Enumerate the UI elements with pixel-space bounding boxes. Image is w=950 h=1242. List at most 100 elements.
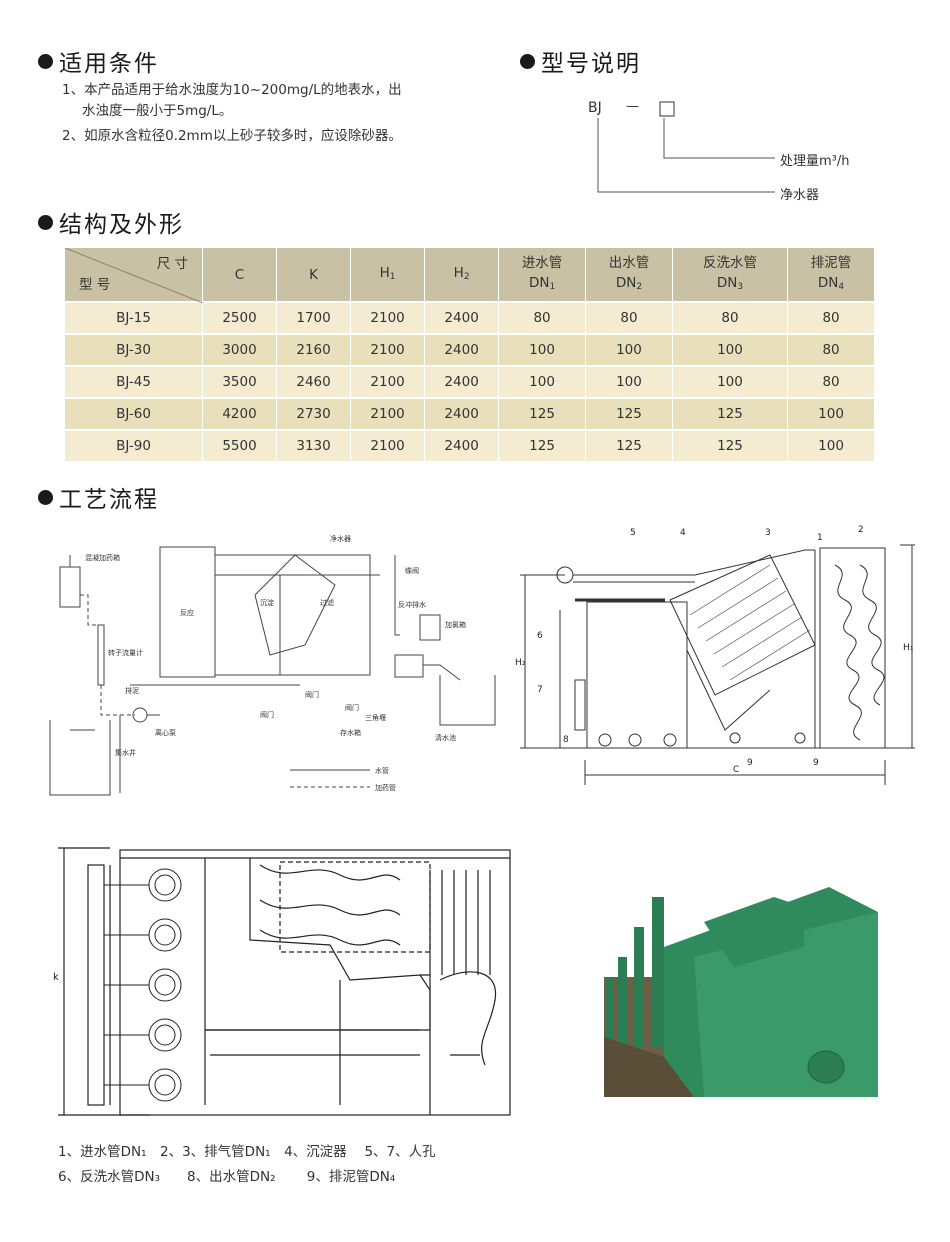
label-dosing-tank: 混凝加药箱 <box>85 553 120 562</box>
section-structure: 结构及外形 <box>38 205 184 239</box>
corner-top-label: 尺 寸 <box>156 256 188 272</box>
model-cell: BJ-45 <box>65 367 203 399</box>
label-n7: 7 <box>537 685 543 695</box>
label-rotameter: 转子流量计 <box>108 648 143 657</box>
model-cell: BJ-30 <box>65 335 203 367</box>
label-n4: 4 <box>680 528 686 538</box>
value-cell: 2100 <box>351 367 426 399</box>
value-cell: 2730 <box>277 399 352 431</box>
bullet-icon <box>520 53 535 69</box>
equipment-photo <box>604 887 878 1097</box>
label-n8: 8 <box>563 735 569 745</box>
label-reaction: 反应 <box>180 608 194 617</box>
section-title: 型号说明 <box>541 51 641 77</box>
label-weir: 三角堰 <box>365 713 386 722</box>
label-purifier: 净水器 <box>330 534 351 543</box>
label-valve-1: 阀门 <box>305 690 319 699</box>
model-prefix: BJ <box>588 100 602 116</box>
label-valve-3: 阀门 <box>345 703 359 712</box>
label-dim-h2: H₂ <box>515 658 526 668</box>
label-dim-k: k <box>53 972 59 983</box>
value-cell: 100 <box>499 335 587 367</box>
value-cell: 2100 <box>351 399 426 431</box>
value-cell: 2100 <box>351 431 426 463</box>
value-cell: 2460 <box>277 367 352 399</box>
label-n3: 3 <box>765 528 771 538</box>
value-cell: 80 <box>672 303 789 335</box>
label-dim-h1: H₁ <box>903 643 914 653</box>
model-cell: BJ-60 <box>65 399 203 431</box>
value-cell: 125 <box>672 399 789 431</box>
condition-2: 2、如原水含粒径0.2mm以上砂子较多时，应设除砂器。 <box>62 128 402 144</box>
value-cell: 2500 <box>203 303 278 335</box>
corner-bottom-label: 型 号 <box>79 277 111 293</box>
bullet-icon <box>38 53 53 69</box>
label-n2: 2 <box>858 525 864 535</box>
value-cell: 2100 <box>351 303 426 335</box>
section-title: 工艺流程 <box>59 487 159 513</box>
value-cell: 100 <box>788 399 875 431</box>
label-clear-tank: 清水池 <box>435 733 456 742</box>
section-model: 型号说明 <box>520 44 641 78</box>
equipment-illustration <box>604 887 878 1097</box>
value-cell: 2160 <box>277 335 352 367</box>
value-cell: 2400 <box>425 367 500 399</box>
label-valve-float: 蝶阀 <box>405 566 419 575</box>
value-cell: 125 <box>499 399 587 431</box>
value-cell: 80 <box>586 303 673 335</box>
model-cell: BJ-90 <box>65 431 203 463</box>
value-cell: 100 <box>586 367 673 399</box>
value-cell: 2400 <box>425 335 500 367</box>
value-cell: 100 <box>586 335 673 367</box>
table-corner-cell: 尺 寸 型 号 <box>65 248 203 303</box>
value-cell: 100 <box>788 431 875 463</box>
value-cell: 100 <box>499 367 587 399</box>
label-n1: 1 <box>817 533 823 543</box>
value-cell: 125 <box>672 431 789 463</box>
value-cell: 125 <box>586 431 673 463</box>
legend-line-2: 6、反洗水管DN₃ 8、出水管DN₂ 9、排泥管DN₄ <box>58 1169 396 1185</box>
label-legend-water: 水管 <box>375 766 389 775</box>
section-process: 工艺流程 <box>38 480 159 514</box>
label-n9a: 9 <box>747 758 753 768</box>
label-pump: 离心泵 <box>155 728 176 737</box>
process-flow-diagram: 混凝加药箱 转子流量计 反应 沉淀 过滤 净水器 蝶阀 反冲排水 加氯箱 排泥 … <box>49 534 496 796</box>
header-h2: H2 <box>425 248 500 303</box>
value-cell: 125 <box>499 431 587 463</box>
label-n9b: 9 <box>813 758 819 768</box>
plan-view-diagram: k <box>53 847 511 1116</box>
value-cell: 2100 <box>351 335 426 367</box>
label-well: 集水井 <box>115 748 136 757</box>
elevation-diagram: 5 4 3 1 2 6 7 8 9 9 H₂ H₁ C <box>515 525 915 785</box>
value-cell: 4200 <box>203 399 278 431</box>
condition-1: 1、本产品适用于给水浊度为10~200mg/L的地表水，出 水浊度一般小于5mg… <box>62 80 402 122</box>
model-code-lines <box>597 101 775 193</box>
legend-line-1: 1、进水管DN₁ 2、3、排气管DN₁ 4、沉淀器 5、7、人孔 <box>58 1144 436 1160</box>
value-cell: 2400 <box>425 431 500 463</box>
label-n5: 5 <box>630 528 636 538</box>
value-cell: 3500 <box>203 367 278 399</box>
label-legend-dosing: 加药管 <box>375 783 396 792</box>
value-cell: 2400 <box>425 303 500 335</box>
label-flow-tank: 存水箱 <box>340 728 361 737</box>
header-h1: H1 <box>351 248 426 303</box>
corner-diagonal <box>65 248 203 303</box>
bullet-icon <box>38 489 53 505</box>
label-backwash: 反冲排水 <box>398 600 426 609</box>
section-title: 适用条件 <box>59 51 159 77</box>
label-n6: 6 <box>537 631 543 641</box>
value-cell: 80 <box>788 367 875 399</box>
value-cell: 3000 <box>203 335 278 367</box>
condition-1-line-a: 1、本产品适用于给水浊度为10~200mg/L的地表水，出 <box>62 82 402 98</box>
value-cell: 2400 <box>425 399 500 431</box>
value-cell: 5500 <box>203 431 278 463</box>
